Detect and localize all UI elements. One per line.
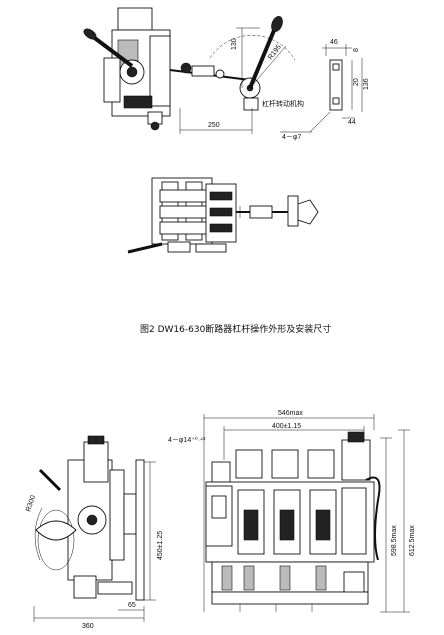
figure2-caption: 图2 DW16-630断路器杠杆操作外形及安装尺寸 (140, 323, 331, 335)
dim-612-5max: 612.5max (409, 525, 416, 556)
dim-136: 136 (363, 78, 370, 90)
dim-r300: R300 (25, 494, 37, 512)
breaker-top-view (127, 177, 319, 254)
dim-65: 65 (128, 602, 136, 609)
top-breaker-side-view (83, 7, 296, 134)
bottom-front-view (203, 414, 410, 613)
bottom-side-view (33, 435, 156, 622)
mounting-plate-view (280, 44, 363, 133)
dim-44: 44 (348, 119, 356, 126)
dim-250: 250 (208, 122, 220, 129)
dim-130: 130 (231, 38, 238, 50)
dim-546max: 546max (278, 410, 303, 417)
dim-450: 450±1.25 (157, 531, 164, 560)
holes-4-phi7: 4－φ7 (282, 134, 301, 141)
dim-400: 400±1.15 (272, 423, 301, 430)
dim-46: 46 (330, 39, 338, 46)
dim-20: 20 (353, 78, 360, 86)
lever-mechanism-label: 杠杆转动机构 (262, 99, 304, 108)
dim-360: 360 (82, 623, 94, 630)
dim-598-5max: 598.5max (391, 525, 398, 556)
dim-8: 8 (353, 48, 360, 52)
holes-4-phi14: 4－φ14⁺⁰·⁴³ (168, 436, 206, 444)
